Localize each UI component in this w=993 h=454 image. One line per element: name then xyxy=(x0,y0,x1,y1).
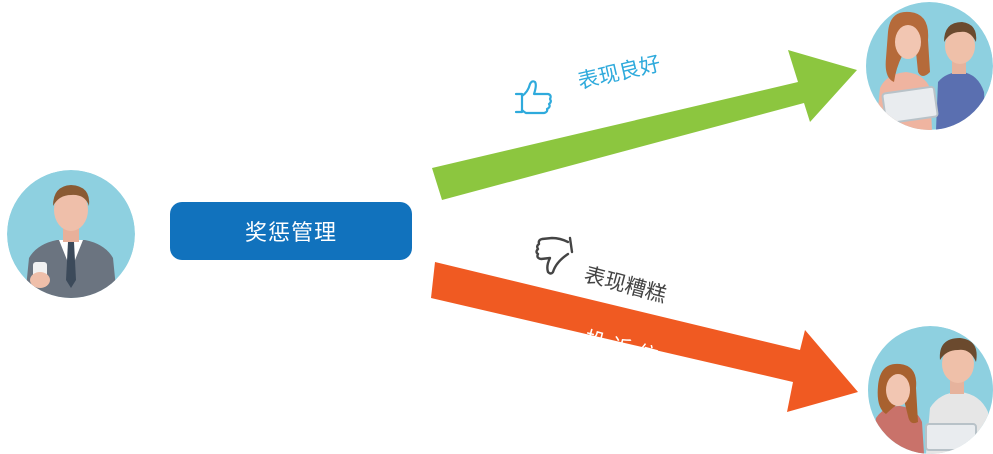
manager-avatar xyxy=(7,170,135,298)
reward-punishment-button[interactable]: 奖惩管理 xyxy=(170,202,412,260)
satisfied-customers-avatar xyxy=(866,2,993,130)
complaining-customers-avatar xyxy=(868,326,993,454)
thumbs-down-icon xyxy=(530,232,578,280)
thumbs-up-icon xyxy=(512,76,556,120)
bad-arrow xyxy=(431,262,858,412)
good-arrow xyxy=(432,50,857,200)
